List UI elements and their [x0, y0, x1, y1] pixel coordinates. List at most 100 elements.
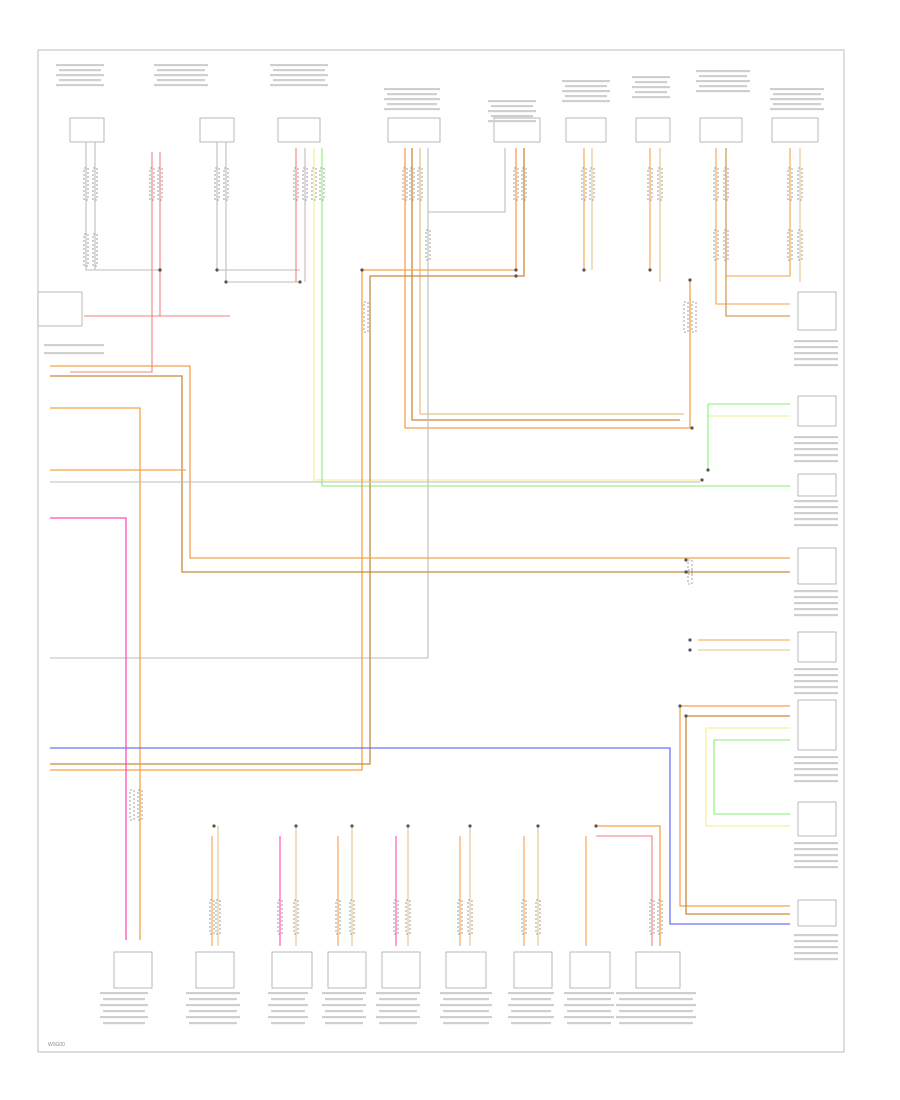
module-label-right-7-line-2	[794, 848, 838, 851]
connector-right-vertical-b	[691, 301, 697, 333]
wire-top6-gray	[428, 148, 506, 213]
connector-left-drop-a	[129, 789, 135, 821]
wire-top5-tan	[419, 148, 684, 415]
component-label-bottom-4-line-5	[322, 1016, 366, 1019]
splice-node-15	[678, 704, 682, 708]
component-box-bottom-6	[445, 951, 487, 989]
splice-node-21	[468, 824, 472, 828]
module-label-right-1-line-5	[794, 364, 838, 367]
connector-bottom-8-a	[649, 899, 655, 935]
module-label-right-6-line-4	[794, 774, 838, 777]
component-box-bottom-2	[195, 951, 235, 989]
connector-bottom-5-a	[457, 899, 463, 935]
component-label-top-8-line-2	[699, 75, 747, 78]
component-label-top-2-line-5	[154, 84, 208, 87]
wire-bottom-7-c	[596, 835, 653, 946]
splice-node-5	[514, 274, 518, 278]
component-box-top-7	[635, 117, 671, 143]
component-label-bottom-9-line-1	[616, 992, 696, 995]
component-label-bottom-1-line-1	[100, 992, 148, 995]
component-label-top-1-line-4	[59, 79, 101, 82]
component-label-bottom-9-line-2	[619, 998, 693, 1001]
module-label-right-6-line-2	[794, 762, 838, 765]
component-label-bottom-5-line-1	[376, 992, 420, 995]
module-label-right-8-line-3	[794, 946, 838, 949]
connector-right-h-a	[687, 559, 693, 575]
connector-top6-a	[513, 167, 519, 201]
splice-node-20	[406, 824, 410, 828]
component-label-top-2-line-1	[154, 64, 208, 67]
component-label-bottom-3-line-3	[268, 1004, 308, 1007]
connector-top9-b	[723, 167, 729, 201]
wire-left-pink-drop	[50, 517, 127, 940]
module-label-right-6-line-5	[794, 780, 838, 783]
component-label-bottom-4-line-2	[325, 998, 363, 1001]
connector-top9-a	[713, 167, 719, 201]
component-label-bottom-6-line-4	[443, 1010, 489, 1013]
connector-top4-d	[319, 167, 325, 201]
component-label-bottom-1-line-4	[103, 1010, 145, 1013]
component-label-bottom-5-line-2	[379, 998, 417, 1001]
wire-left-orange-long-b	[50, 375, 790, 573]
connector-top10-a	[787, 167, 793, 201]
splice-node-8	[688, 278, 692, 282]
right-module-box-2	[797, 395, 837, 427]
component-label-bottom-2-line-4	[189, 1010, 237, 1013]
connector-top5-c	[417, 167, 423, 201]
diagram-footer-code: W0G00	[48, 1042, 65, 1048]
component-box-bottom-9	[635, 951, 681, 989]
module-label-right-2-line-5	[794, 460, 838, 463]
component-label-bottom-8-line-1	[564, 992, 614, 995]
component-label-bottom-4-line-1	[322, 992, 366, 995]
component-label-bottom-7-line-1	[508, 992, 554, 995]
module-label-right-7-line-3	[794, 854, 838, 857]
splice-node-23	[594, 824, 598, 828]
component-label-bottom-4-line-3	[322, 1004, 366, 1007]
component-label-top-5-line-3	[488, 110, 536, 113]
component-label-top-5-line-2	[491, 105, 533, 108]
wire-right-low-loop-b	[685, 716, 790, 915]
splice-top3	[215, 268, 219, 272]
component-label-bottom-5-line-5	[376, 1016, 420, 1019]
right-module-box-3	[797, 473, 837, 497]
wire-top10-a	[726, 148, 791, 277]
component-label-top-7-line-5	[632, 96, 670, 99]
component-label-bottom-2-line-2	[189, 998, 237, 1001]
connector-bottom-6-a	[521, 899, 527, 935]
wire-right-low-green-loop	[713, 740, 790, 815]
module-label-right-1-line-4	[794, 358, 838, 361]
component-label-bottom-9-line-5	[616, 1016, 696, 1019]
splice-node-17	[212, 824, 216, 828]
splice-top6	[514, 268, 518, 272]
component-label-top-9-line-3	[770, 98, 824, 101]
component-label-top-2-line-3	[154, 74, 208, 77]
splice-node-14	[688, 648, 692, 652]
connector-bottom-3-a	[335, 899, 341, 935]
wire-top9-b	[725, 148, 790, 317]
module-label-right-5-line-3	[794, 680, 838, 683]
connector-top8-a	[647, 167, 653, 201]
connector-top5-a	[402, 167, 408, 201]
module-label-right-4-line-5	[794, 614, 838, 617]
wire-top6-orange-a	[50, 148, 517, 771]
component-label-top-7-line-1	[632, 76, 670, 79]
component-label-bottom-5-line-3	[376, 1004, 420, 1007]
component-box-top-6	[565, 117, 607, 143]
connector-top6-b	[521, 167, 527, 201]
component-label-bottom-8-line-3	[564, 1004, 614, 1007]
component-label-top-5-line-4	[491, 115, 533, 118]
wire-right-low-yellow-loop	[705, 728, 790, 827]
component-label-top-1-line-1	[56, 64, 104, 67]
component-label-bottom-9-line-3	[616, 1004, 696, 1007]
component-label-top-6-line-4	[565, 95, 607, 98]
splice-node-layer	[158, 268, 710, 828]
component-label-top-7-line-3	[632, 86, 670, 89]
component-label-top-6-line-1	[562, 80, 610, 83]
connector-bottom-4-a	[393, 899, 399, 935]
component-box-bottom-3	[271, 951, 313, 989]
splice-node-12	[684, 570, 688, 574]
module-label-left-line-1	[44, 344, 104, 347]
wire-left-orange-long-a	[50, 365, 790, 559]
component-label-bottom-2-line-6	[189, 1022, 237, 1025]
